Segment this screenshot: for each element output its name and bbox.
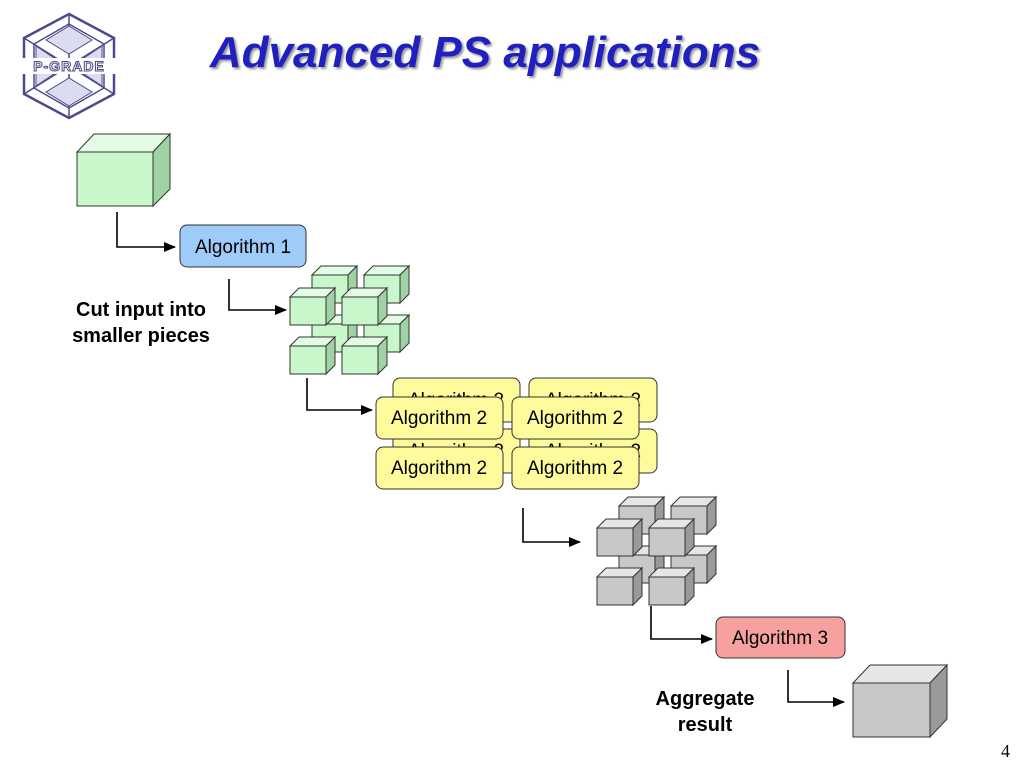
algorithm-1-label: Algorithm 1 — [195, 237, 291, 258]
cut-input-note: Cut input into smaller pieces — [56, 297, 226, 349]
algorithm-2-box-front-3: Algorithm 2 — [375, 446, 504, 490]
algorithm-1-box: Algorithm 1 — [179, 224, 307, 268]
page-number: 4 — [1001, 741, 1010, 761]
input-piece-cube-front-3 — [288, 335, 337, 376]
algorithm-2-label: Algorithm 2 — [527, 458, 623, 479]
result-piece-cube-front-3 — [595, 566, 644, 607]
input-piece-cube-front-1 — [288, 286, 337, 327]
aggregate-result-note-line-1: Aggregate — [655, 688, 755, 710]
arrow-to-algorithm-2 — [306, 378, 373, 415]
algorithm-2-box-front-2: Algorithm 2 — [511, 396, 640, 440]
algorithm-3-label: Algorithm 3 — [732, 628, 828, 649]
result-piece-cube-front-1 — [595, 517, 644, 558]
arrow-to-algorithm-1 — [116, 212, 176, 252]
input-piece-cube-front-2 — [340, 286, 389, 327]
input-pieces-group — [288, 264, 411, 376]
arrow-to-algorithm-3 — [650, 606, 713, 644]
logo-text: P-GRADE — [33, 58, 105, 74]
cut-input-note-line-2: smaller pieces — [72, 325, 210, 347]
input-data-cube — [75, 132, 172, 208]
slide-title: Advanced PS applications — [209, 28, 761, 77]
algorithm-2-box-front-1: Algorithm 2 — [375, 396, 504, 440]
aggregate-result-note-line-2: result — [677, 714, 733, 736]
result-piece-cube-front-2 — [647, 517, 696, 558]
arrow-to-aggregate — [787, 670, 845, 707]
arrow-to-pieces — [228, 279, 287, 315]
algorithm-2-label: Algorithm 2 — [391, 408, 487, 429]
algorithm-2-group: Algorithm 2 Algorithm 2 Algorithm 2 Algo… — [375, 377, 658, 490]
aggregate-result-cube — [851, 663, 949, 739]
cut-input-note-line-1: Cut input into — [76, 299, 206, 321]
algorithm-2-label: Algorithm 2 — [391, 458, 487, 479]
algorithm-2-label: Algorithm 2 — [527, 408, 623, 429]
algorithm-2-box-front-4: Algorithm 2 — [511, 446, 640, 490]
input-piece-cube-front-4 — [340, 335, 389, 376]
p-grade-logo: P-GRADE — [14, 12, 124, 120]
algorithm-3-box: Algorithm 3 — [715, 616, 846, 659]
aggregate-result-note: Aggregate result — [630, 686, 780, 738]
arrow-to-results — [522, 508, 581, 547]
result-piece-cube-front-4 — [647, 566, 696, 607]
result-pieces-group — [595, 495, 718, 607]
